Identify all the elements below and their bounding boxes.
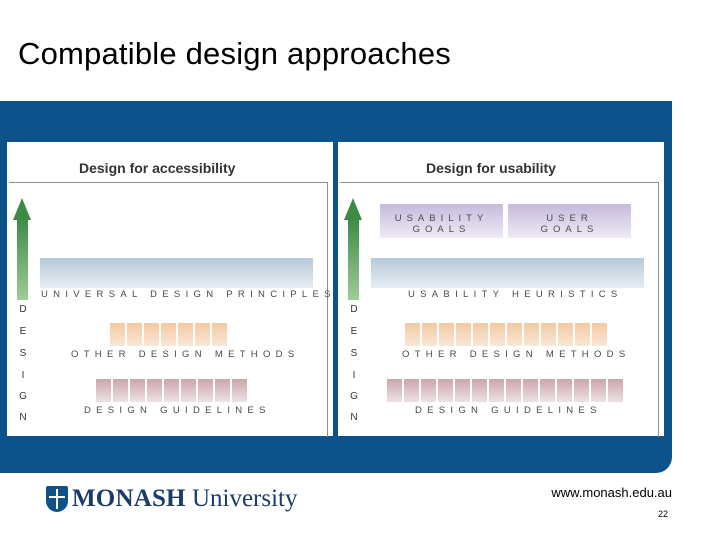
guideline-block: [608, 379, 623, 402]
method-block: [592, 323, 607, 346]
guideline-block: [404, 379, 419, 402]
design-letter: S: [350, 348, 358, 359]
method-block: [405, 323, 420, 346]
usability-heuristics-bar: [371, 258, 644, 288]
accessibility-panel-frame: [9, 182, 328, 437]
page-number: 22: [657, 509, 668, 519]
guideline-block: [96, 379, 111, 402]
guideline-block: [215, 379, 230, 402]
usability-heuristics-label: USABILITY HEURISTICS: [408, 289, 623, 300]
guideline-block: [113, 379, 128, 402]
design-letter: D: [19, 304, 27, 315]
guideline-block: [506, 379, 521, 402]
method-block: [541, 323, 556, 346]
accessibility-panel: Design for accessibility D E S I G N UNI…: [7, 142, 336, 437]
method-block: [456, 323, 471, 346]
guideline-block: [438, 379, 453, 402]
method-block: [127, 323, 142, 346]
design-letter: E: [19, 326, 27, 337]
guideline-block: [147, 379, 162, 402]
method-block: [439, 323, 454, 346]
method-block: [212, 323, 227, 346]
guideline-block: [489, 379, 504, 402]
other-design-methods-label: OTHER DESIGN METHODS: [71, 349, 300, 360]
method-block: [507, 323, 522, 346]
method-block: [178, 323, 193, 346]
method-block: [144, 323, 159, 346]
footer-url: www.monash.edu.au: [551, 485, 672, 500]
guideline-block: [387, 379, 402, 402]
guideline-block: [591, 379, 606, 402]
design-letter: D: [350, 304, 358, 315]
method-block: [490, 323, 505, 346]
user-goals-line1: USER: [546, 213, 593, 224]
usability-goals-line1: USABILITY: [394, 213, 489, 224]
guideline-block: [421, 379, 436, 402]
logo-wordmark: MONASH University: [72, 485, 298, 513]
design-letter: N: [19, 412, 27, 423]
method-block: [161, 323, 176, 346]
guideline-block: [181, 379, 196, 402]
design-letter: S: [19, 348, 27, 359]
logo-wordmark-strong: MONASH: [72, 485, 186, 512]
method-block: [575, 323, 590, 346]
method-block: [473, 323, 488, 346]
guideline-block: [574, 379, 589, 402]
design-arrow-head-right: [344, 198, 362, 220]
guideline-block: [557, 379, 572, 402]
guideline-block: [164, 379, 179, 402]
design-letter: I: [352, 370, 356, 381]
slide-title: Compatible design approaches: [18, 36, 451, 71]
design-letter: I: [21, 370, 25, 381]
universal-design-principles-bar: [40, 258, 313, 288]
method-block: [558, 323, 573, 346]
user-goals-box: USER GOALS: [508, 204, 631, 238]
usability-panel: Design for usability D E S I G N USABILI…: [338, 142, 664, 437]
design-arrow-right: [348, 218, 359, 300]
usability-goals-line2: GOALS: [412, 224, 471, 235]
design-arrow-head-left: [13, 198, 31, 220]
usability-panel-title: Design for usability: [426, 160, 556, 176]
user-goals-line2: GOALS: [540, 224, 599, 235]
design-guidelines-label: DESIGN GUIDELINES: [415, 405, 602, 416]
guideline-block: [523, 379, 538, 402]
design-arrow-left: [17, 218, 28, 300]
universal-design-principles-label: UNIVERSAL DESIGN PRINCIPLES: [41, 289, 336, 300]
usability-panel-frame: [340, 182, 659, 437]
method-block: [195, 323, 210, 346]
design-letter: N: [350, 412, 358, 423]
guideline-block: [455, 379, 470, 402]
other-design-methods-label: OTHER DESIGN METHODS: [402, 349, 631, 360]
accessibility-panel-title: Design for accessibility: [79, 160, 236, 176]
design-letter: G: [350, 391, 358, 402]
design-letter: G: [19, 391, 27, 402]
guideline-block: [540, 379, 555, 402]
method-block: [524, 323, 539, 346]
guideline-block: [472, 379, 487, 402]
design-letter: E: [350, 326, 358, 337]
usability-goals-box: USABILITY GOALS: [380, 204, 503, 238]
guideline-block: [130, 379, 145, 402]
monash-crest-icon: [46, 486, 68, 512]
guideline-block: [232, 379, 247, 402]
guideline-block: [198, 379, 213, 402]
method-block: [110, 323, 125, 346]
design-guidelines-label: DESIGN GUIDELINES: [84, 405, 271, 416]
logo-wordmark-light: University: [185, 485, 298, 512]
method-block: [422, 323, 437, 346]
